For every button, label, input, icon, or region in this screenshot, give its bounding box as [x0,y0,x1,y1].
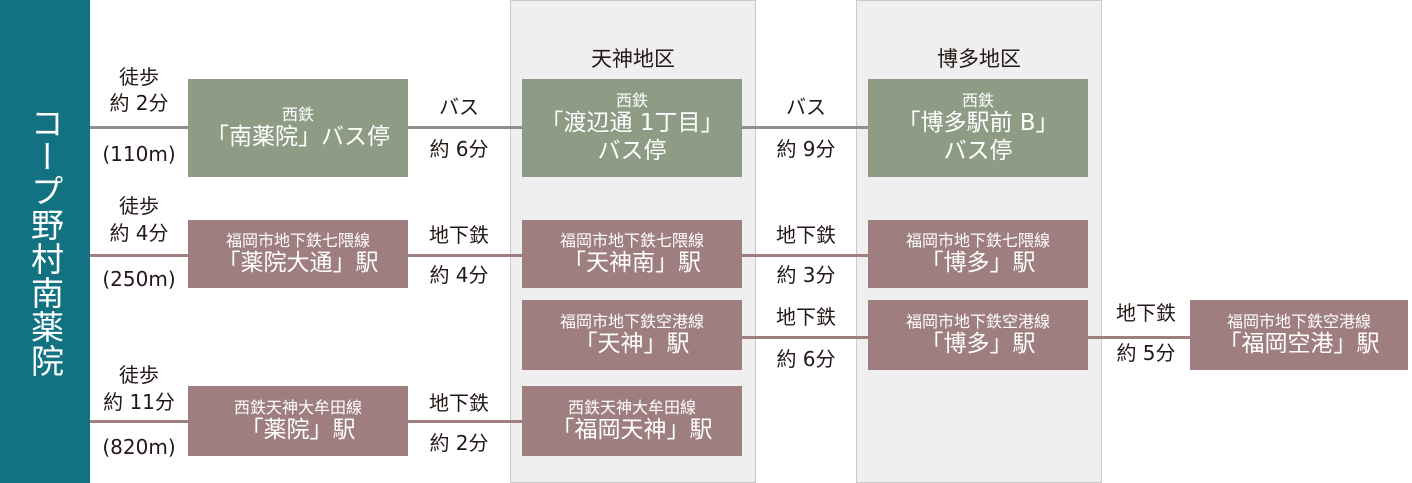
leg-omuta-mode: 地下鉄 [429,391,489,415]
station-operator: 西鉄 [281,104,314,124]
station-name: 「福岡天神」駅 [551,416,713,443]
station-operator: 福岡市地下鉄七隈線 [559,230,704,250]
leg-bus2-time: 約 9分 [776,137,836,161]
omuta-line-1 [408,420,522,423]
leg-kuko2-mode: 地下鉄 [1116,301,1176,325]
station-tenjin-minami: 福岡市地下鉄七隈線 「天神南」駅 [522,220,742,288]
leg-kuko1-mode: 地下鉄 [776,305,836,329]
station-hakata-nanakuma: 福岡市地下鉄七隈線 「博多」駅 [868,220,1088,288]
walk-subway-mode: 徒歩 [119,194,159,218]
station-name: 「天神南」駅 [563,249,701,276]
station-name: 「博多」駅 [920,249,1036,276]
walk-line-nishitetsu [90,420,188,423]
station-minami-yakuin-bus-stop: 西鉄 「南薬院」バス停 [188,79,408,177]
walk-line-subway [90,254,188,257]
leg-omuta-time: 約 2分 [429,431,489,455]
station-operator: 西鉄 [615,90,648,110]
bus-line-2 [742,126,868,129]
station-name-suffix: バス停 [597,137,667,164]
tenjin-district-title: 天神地区 [591,47,675,71]
leg-nanakuma1-mode: 地下鉄 [429,223,489,247]
station-yakuin-odori: 福岡市地下鉄七隈線 「薬院大通」駅 [188,220,408,288]
station-operator: 西鉄天神大牟田線 [233,397,362,417]
station-name: 「薬院」駅 [240,416,356,443]
station-fukuoka-airport: 福岡市地下鉄空港線 「福岡空港」駅 [1190,300,1408,370]
station-yakuin-nishitetsu: 西鉄天神大牟田線 「薬院」駅 [188,386,408,456]
walk-bus-distance: (110m) [102,142,176,166]
origin-label: コープ野村南薬院 [0,0,90,483]
station-hakata-kuko: 福岡市地下鉄空港線 「博多」駅 [868,300,1088,370]
walk-subway-time: 約 4分 [109,221,169,245]
walk-subway-distance: (250m) [102,267,176,291]
walk-nishitetsu-distance: (820m) [102,435,176,459]
walk-bus-mode: 徒歩 [119,65,159,89]
station-watanabedori-bus-stop: 西鉄 「渡辺通 1丁目」 バス停 [522,79,742,177]
station-fukuoka-tenjin: 西鉄天神大牟田線 「福岡天神」駅 [522,386,742,456]
walk-nishitetsu-time: 約 11分 [103,390,175,414]
walk-nishitetsu-mode: 徒歩 [119,363,159,387]
station-operator: 西鉄天神大牟田線 [567,397,696,417]
station-operator: 福岡市地下鉄空港線 [1226,311,1371,331]
station-operator: 西鉄 [961,90,994,110]
hakata-district-title: 博多地区 [937,47,1021,71]
leg-bus2-mode: バス [786,95,826,119]
origin-text: コープ野村南薬院 [25,105,65,378]
leg-nanakuma2-mode: 地下鉄 [776,223,836,247]
station-operator: 福岡市地下鉄空港線 [905,311,1050,331]
station-name: 「博多駅前 B」 [897,110,1059,136]
station-name: 「南薬院」バス停 [206,123,390,150]
kuko-line-2 [1088,336,1192,339]
walk-bus-time: 約 2分 [109,91,169,115]
nanakuma-line-2 [742,254,868,257]
leg-kuko2-time: 約 5分 [1116,341,1176,365]
kuko-line-1 [742,336,868,339]
station-name: 「福岡空港」駅 [1218,330,1380,357]
station-name-suffix: バス停 [943,137,1013,164]
leg-kuko1-time: 約 6分 [776,347,836,371]
station-operator: 福岡市地下鉄空港線 [559,311,704,331]
nanakuma-line-1 [408,254,522,257]
station-operator: 福岡市地下鉄七隈線 [905,230,1050,250]
station-operator: 福岡市地下鉄七隈線 [225,230,370,250]
station-name: 「博多」駅 [920,330,1036,357]
station-name: 「渡辺通 1丁目」 [540,110,724,136]
station-name: 「薬院大通」駅 [217,249,379,276]
station-tenjin-kuko: 福岡市地下鉄空港線 「天神」駅 [522,300,742,370]
leg-bus1-mode: バス [439,95,479,119]
bus-line-1 [408,126,522,129]
walk-line-bus [90,126,188,129]
leg-bus1-time: 約 6分 [429,137,489,161]
leg-nanakuma2-time: 約 3分 [776,263,836,287]
station-hakata-ekimae-bus-stop: 西鉄 「博多駅前 B」 バス停 [868,79,1088,177]
station-name: 「天神」駅 [574,330,690,357]
leg-nanakuma1-time: 約 4分 [429,263,489,287]
